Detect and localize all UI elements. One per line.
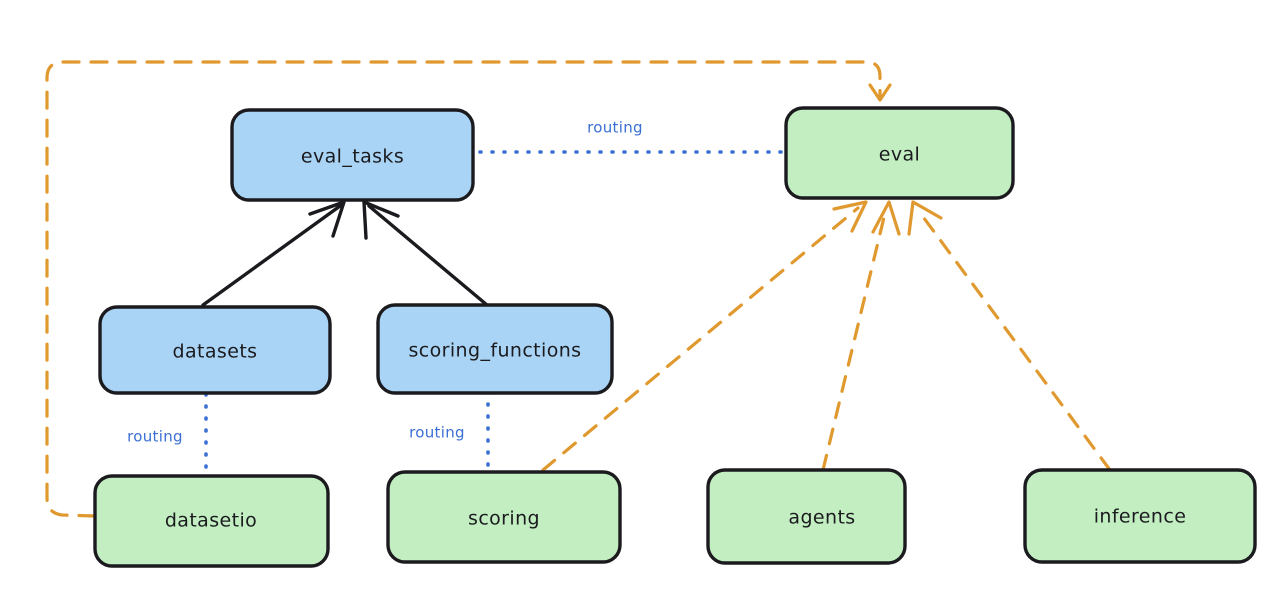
edge-datasets-to-eval_tasks-arrowhead [308,200,346,238]
edge-scoring-to-eval [541,206,860,472]
edge-scoring_functions-to-eval_tasks-arrowhead [362,200,400,240]
edge-label-routing-eval: routing [587,119,643,137]
edge-datasetio-to-eval-arrowhead [868,83,892,102]
node-datasets[interactable]: datasets [98,305,332,395]
node-eval-shape [784,106,1015,200]
node-scoring-shape [386,470,622,564]
edge-label-routing-datasetio: routing [127,428,183,446]
edge-scoring_functions-to-eval_tasks [367,204,489,307]
edge-group-orange [45,60,1112,518]
edge-group-black [201,200,489,307]
node-inference-shape [1023,468,1257,564]
edge-label-routing-scoring: routing [409,424,465,442]
node-scoring_functions-label: scoring_functions [409,340,582,362]
edge-inference-to-eval [916,208,1112,472]
node-eval_tasks[interactable]: eval_tasks [230,108,475,202]
node-inference[interactable]: inference [1023,468,1257,564]
edge-scoring-to-eval-arrowhead [832,200,868,233]
node-scoring_functions-shape [376,303,614,395]
edge-inference-to-eval-arrowhead [907,200,943,236]
edge-datasetio-to-eval [45,60,882,518]
edge-agents-to-eval [821,207,888,472]
node-scoring_functions[interactable]: scoring_functions [376,303,614,395]
node-scoring[interactable]: scoring [386,470,622,564]
node-scoring-label: scoring [468,508,540,530]
node-eval-label: eval [879,144,920,166]
edge-agents-to-eval-arrowhead [871,200,901,236]
edge-datasets-to-eval_tasks [201,204,342,307]
node-datasetio[interactable]: datasetio [93,474,330,568]
node-inference-label: inference [1094,506,1187,528]
node-datasets-shape [98,305,332,395]
edge-group-blue-routing [204,150,790,479]
node-agents-shape [706,468,907,565]
node-datasetio-label: datasetio [165,510,257,532]
node-agents[interactable]: agents [706,468,907,565]
node-eval[interactable]: eval [784,106,1015,200]
node-datasets-label: datasets [173,341,258,363]
edge-label-group: routing routing routing [127,119,643,446]
node-agents-label: agents [788,507,855,529]
node-datasetio-shape [93,474,330,568]
node-eval_tasks-shape [230,108,475,202]
node-eval_tasks-label: eval_tasks [301,146,404,168]
